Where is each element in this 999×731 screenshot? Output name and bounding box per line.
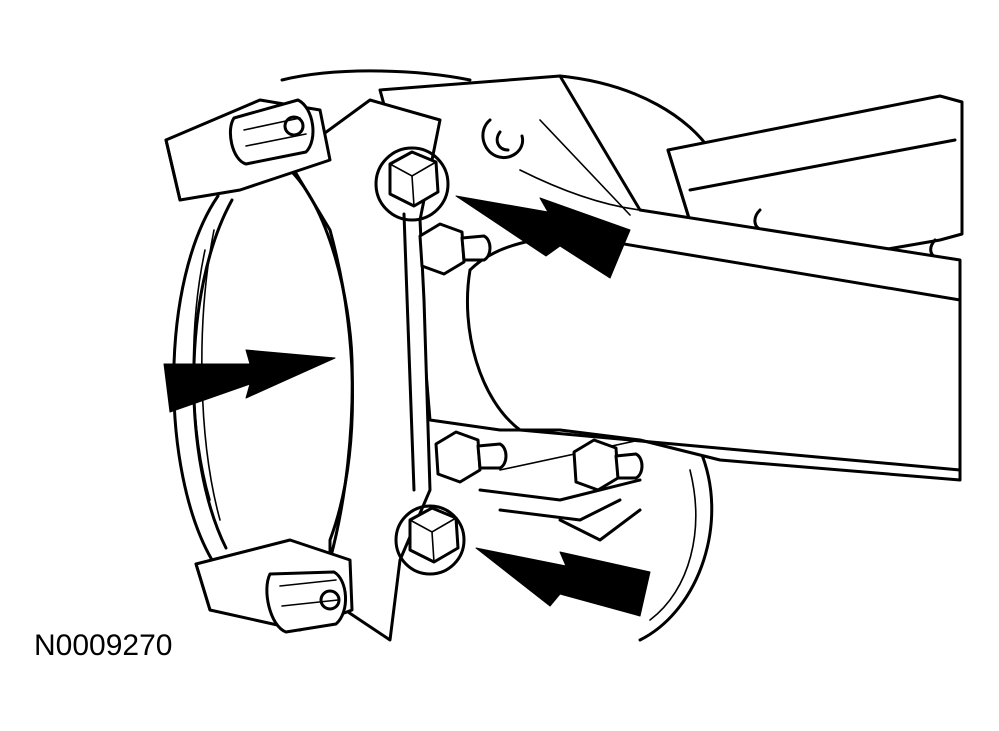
cable-bracket bbox=[478, 478, 642, 542]
lower-bracket-bolt bbox=[394, 504, 466, 576]
upper-caliper-slide bbox=[164, 98, 332, 202]
figure-id-label: N0009270 bbox=[34, 629, 173, 662]
callout-arrow-lower-right bbox=[475, 547, 651, 617]
upper-bracket-bolt bbox=[374, 146, 450, 222]
retaining-clip bbox=[481, 118, 525, 159]
hub-nut-upper bbox=[418, 222, 492, 276]
callout-arrow-left bbox=[163, 349, 336, 413]
caliper-bracket bbox=[286, 98, 442, 642]
hub-nut-lower-left bbox=[434, 430, 508, 484]
hub-nut-lower-right bbox=[572, 438, 644, 492]
lower-caliper-slide bbox=[194, 538, 354, 634]
callout-arrow-upper-right bbox=[455, 195, 631, 279]
